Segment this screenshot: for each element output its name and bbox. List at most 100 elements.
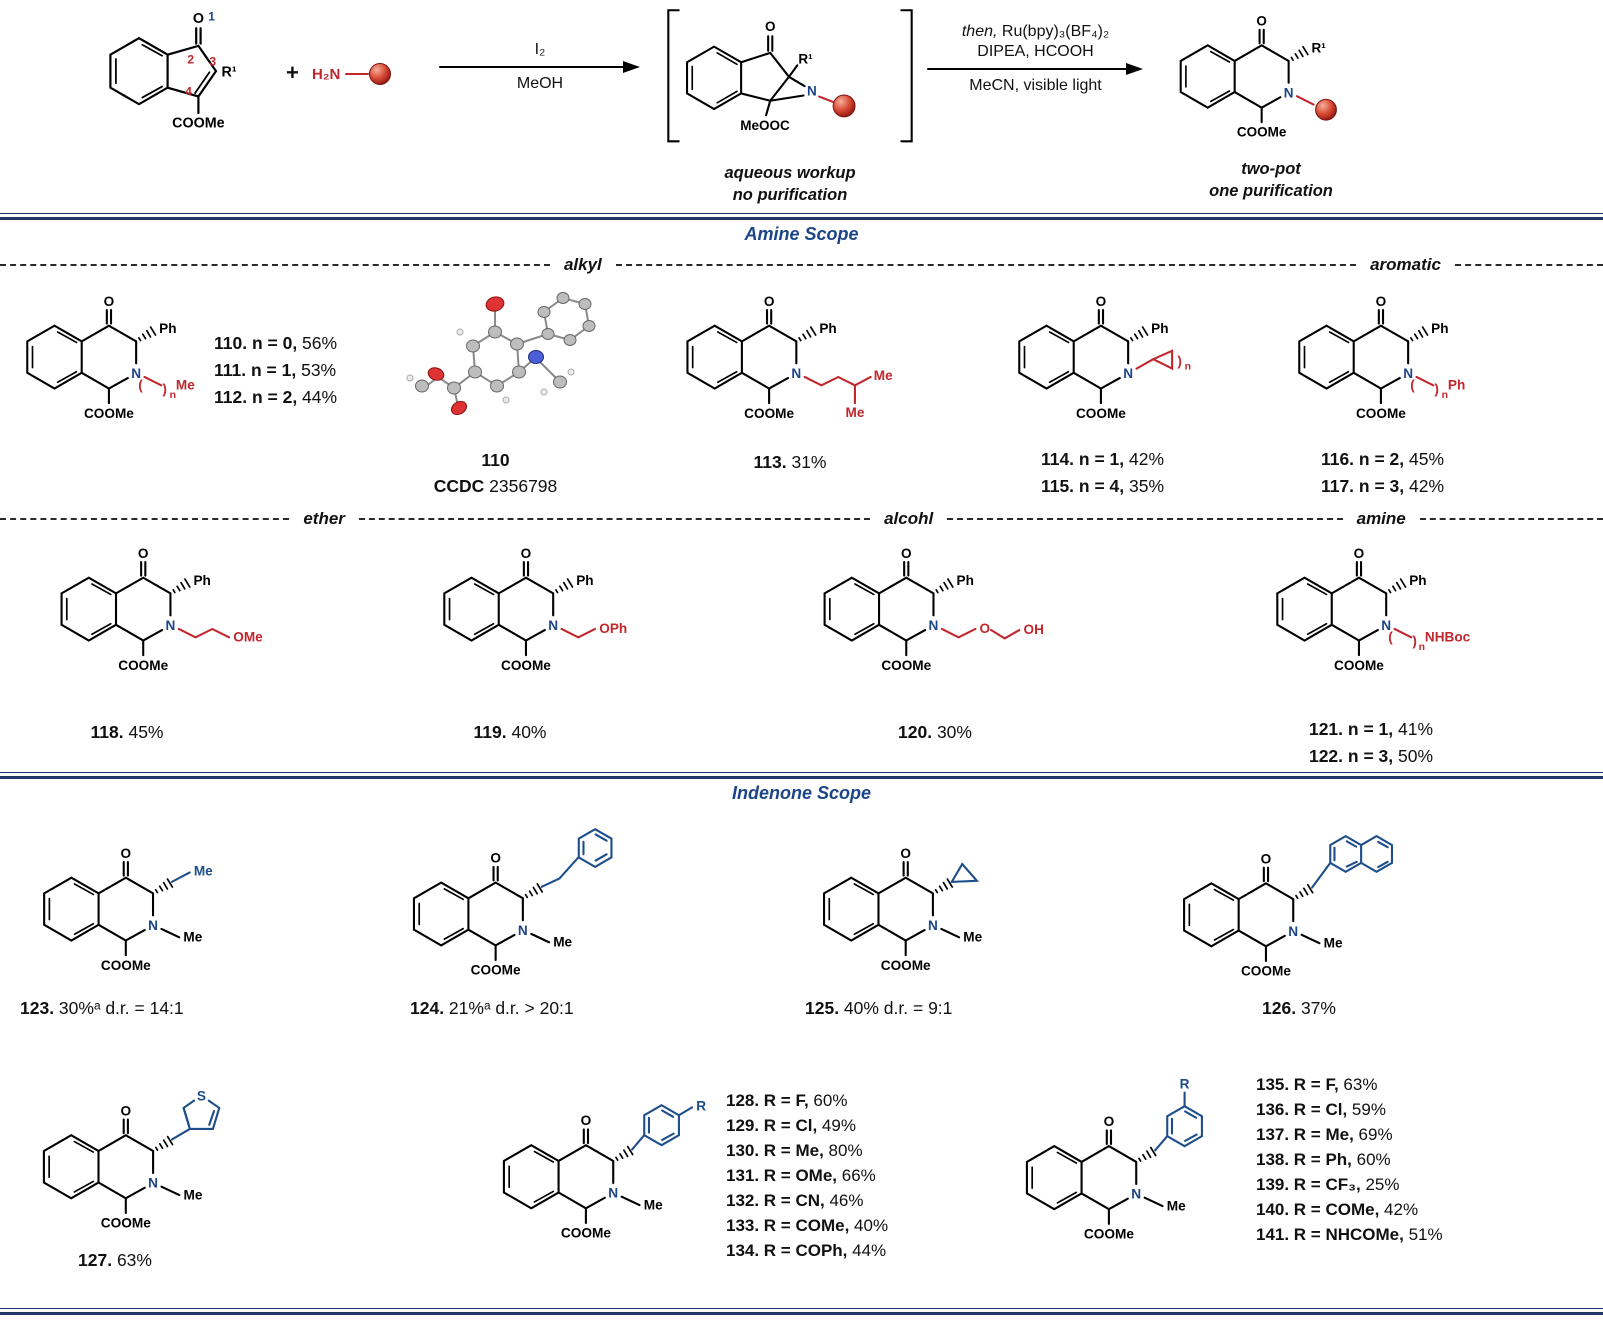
- caption-110-112: 110. n = 0, 56% 111. n = 1, 53% 112. n =…: [214, 333, 338, 407]
- caption-125: 125. 40% d.r. = 9:1: [805, 998, 953, 1018]
- ph-label: Ph: [1431, 321, 1448, 336]
- section-divider-3: [0, 1308, 1603, 1315]
- caption-113: 113. 31%: [753, 452, 827, 472]
- nhboc-label: NHBoc: [1425, 630, 1471, 645]
- aziridine-intermediate-structure: O R¹ N MeOOC: [667, 9, 913, 143]
- me-label: Me: [874, 368, 893, 383]
- r1-label: R¹: [798, 51, 813, 66]
- structure-119: Ph OPh: [443, 544, 627, 674]
- structure-114-115: Ph ) n: [1018, 292, 1191, 422]
- meooc-label: MeOOC: [740, 118, 790, 133]
- caption-116-117: 116. n = 2, 45% 117. n = 3, 42%: [1320, 449, 1445, 496]
- caption-119: 119. 40%: [473, 722, 547, 742]
- coome-label: COOMe: [172, 115, 224, 131]
- n-subscript: n: [1419, 642, 1425, 653]
- sulfur-label: S: [197, 1089, 206, 1104]
- reaction-arrow-1-group: I₂ MeOH: [439, 40, 640, 94]
- structure-110-112: Ph ( ) n Me: [26, 292, 195, 422]
- right-bracket: [900, 9, 913, 143]
- dashed-divider: [358, 518, 871, 520]
- n-subscript: n: [170, 390, 176, 401]
- r-substituent-label: R: [1180, 1076, 1190, 1091]
- dashed-divider: [1454, 264, 1603, 266]
- structure-125: Me: [822, 844, 983, 974]
- left-paren: (: [1410, 378, 1415, 393]
- amine-sphere: [1315, 98, 1337, 121]
- ph-label: Ph: [576, 573, 593, 588]
- structure-113: Ph Me Me: [686, 292, 893, 422]
- ph-label: Ph: [1409, 573, 1426, 588]
- solvent-light-line: MeCN, visible light: [969, 77, 1102, 94]
- n-me-label: Me: [1167, 1198, 1186, 1213]
- right-paren: ): [162, 382, 167, 397]
- n-me-label: Me: [1324, 935, 1343, 950]
- indenone-start-material-structure: O 1 2 3 4 R¹ COOMe: [109, 10, 237, 131]
- reaction-arrow-2-group: then, Ru(bpy)₃(BF₄)₂ DIPEA, HCOOH MeCN, …: [918, 22, 1153, 96]
- r1-label: R¹: [1311, 41, 1326, 56]
- ome-label: OMe: [233, 630, 263, 645]
- category-amine: amine: [1356, 509, 1406, 528]
- dashed-divider: [947, 518, 1343, 520]
- category-ether: ether: [303, 509, 345, 528]
- dashed-divider: [0, 518, 290, 520]
- caption-126: 126. 37%: [1262, 998, 1336, 1018]
- product-structure: R¹: [1179, 12, 1337, 141]
- ethyl-me-label: Me: [194, 864, 213, 879]
- dipea-hcooh-line: DIPEA, HCOOH: [977, 43, 1094, 60]
- left-paren: (: [1388, 630, 1393, 645]
- right-paren: ): [1434, 382, 1439, 397]
- caption-120: 120. 30%: [898, 722, 972, 742]
- position-1-number: 1: [208, 10, 215, 24]
- nitrogen-label: N: [807, 84, 817, 99]
- structure-126: Me: [1183, 834, 1394, 980]
- n-subscript: n: [1442, 390, 1448, 401]
- ph-label: Ph: [819, 321, 836, 336]
- structure-128-134: Me R: [502, 1098, 706, 1242]
- structure-127: Me S: [42, 1089, 221, 1232]
- left-paren: (: [138, 378, 143, 393]
- category-row-1: alkyl aromatic: [0, 255, 1603, 275]
- ph-label: Ph: [957, 573, 974, 588]
- section-divider-2: [0, 772, 1603, 779]
- structure-116-117: Ph ( ) n Ph: [1298, 292, 1465, 422]
- list-135-141: 135. R = F, 63% 136. R = Cl, 59% 137. R …: [1256, 1075, 1443, 1244]
- n-me-label: Me: [184, 1187, 203, 1202]
- oh-label: OH: [1024, 622, 1044, 637]
- n-subscript: n: [1185, 362, 1191, 373]
- ether-o-label: O: [980, 621, 991, 636]
- n-me-label: Me: [644, 1197, 663, 1212]
- structure-120: Ph O OH: [823, 544, 1044, 674]
- ph-label: Ph: [159, 321, 176, 336]
- right-paren: ): [1412, 634, 1417, 649]
- structure-135-141: Me R: [1025, 1076, 1203, 1243]
- amine-scope-title: Amine Scope: [744, 224, 859, 244]
- xray-number: 110: [481, 450, 510, 470]
- position-3-number: 3: [209, 55, 216, 69]
- indenone-scope-title: Indenone Scope: [731, 783, 872, 803]
- caption-114-115: 114. n = 1, 42% 115. n = 4, 35%: [1040, 449, 1165, 496]
- amine-sphere: [369, 63, 391, 85]
- intermediate-caption: aqueous workup no purification: [660, 162, 920, 206]
- dashed-divider: [615, 264, 1357, 266]
- oxygen-label: O: [193, 11, 204, 27]
- amine-sphere: [832, 94, 856, 118]
- caption-123: 123. 30%ᵃ d.r. = 14:1: [20, 998, 184, 1018]
- xray-structure-110: [406, 292, 596, 416]
- structure-124: Me: [412, 827, 613, 979]
- right-paren: ): [1177, 353, 1182, 368]
- reaction-arrow-1: [439, 61, 640, 73]
- ph-label-red: Ph: [1448, 378, 1465, 393]
- h2n-label: H₂N: [312, 66, 340, 83]
- workup-line1: aqueous workup: [724, 164, 856, 182]
- plus-sign: +: [286, 60, 299, 85]
- twopot-line1: two-pot: [1241, 160, 1301, 178]
- amine-reagent-structure: H₂N: [312, 63, 391, 85]
- left-bracket: [667, 9, 680, 143]
- n-me-label: Me: [963, 930, 982, 945]
- n-me-label: Me: [183, 930, 202, 945]
- ph-label: Ph: [193, 573, 210, 588]
- reagent-i2: I₂: [534, 41, 546, 58]
- product-caption: two-pot one purification: [1162, 158, 1380, 202]
- category-aromatic: aromatic: [1370, 255, 1441, 274]
- xray-ccdc: CCDC 2356798: [433, 476, 558, 496]
